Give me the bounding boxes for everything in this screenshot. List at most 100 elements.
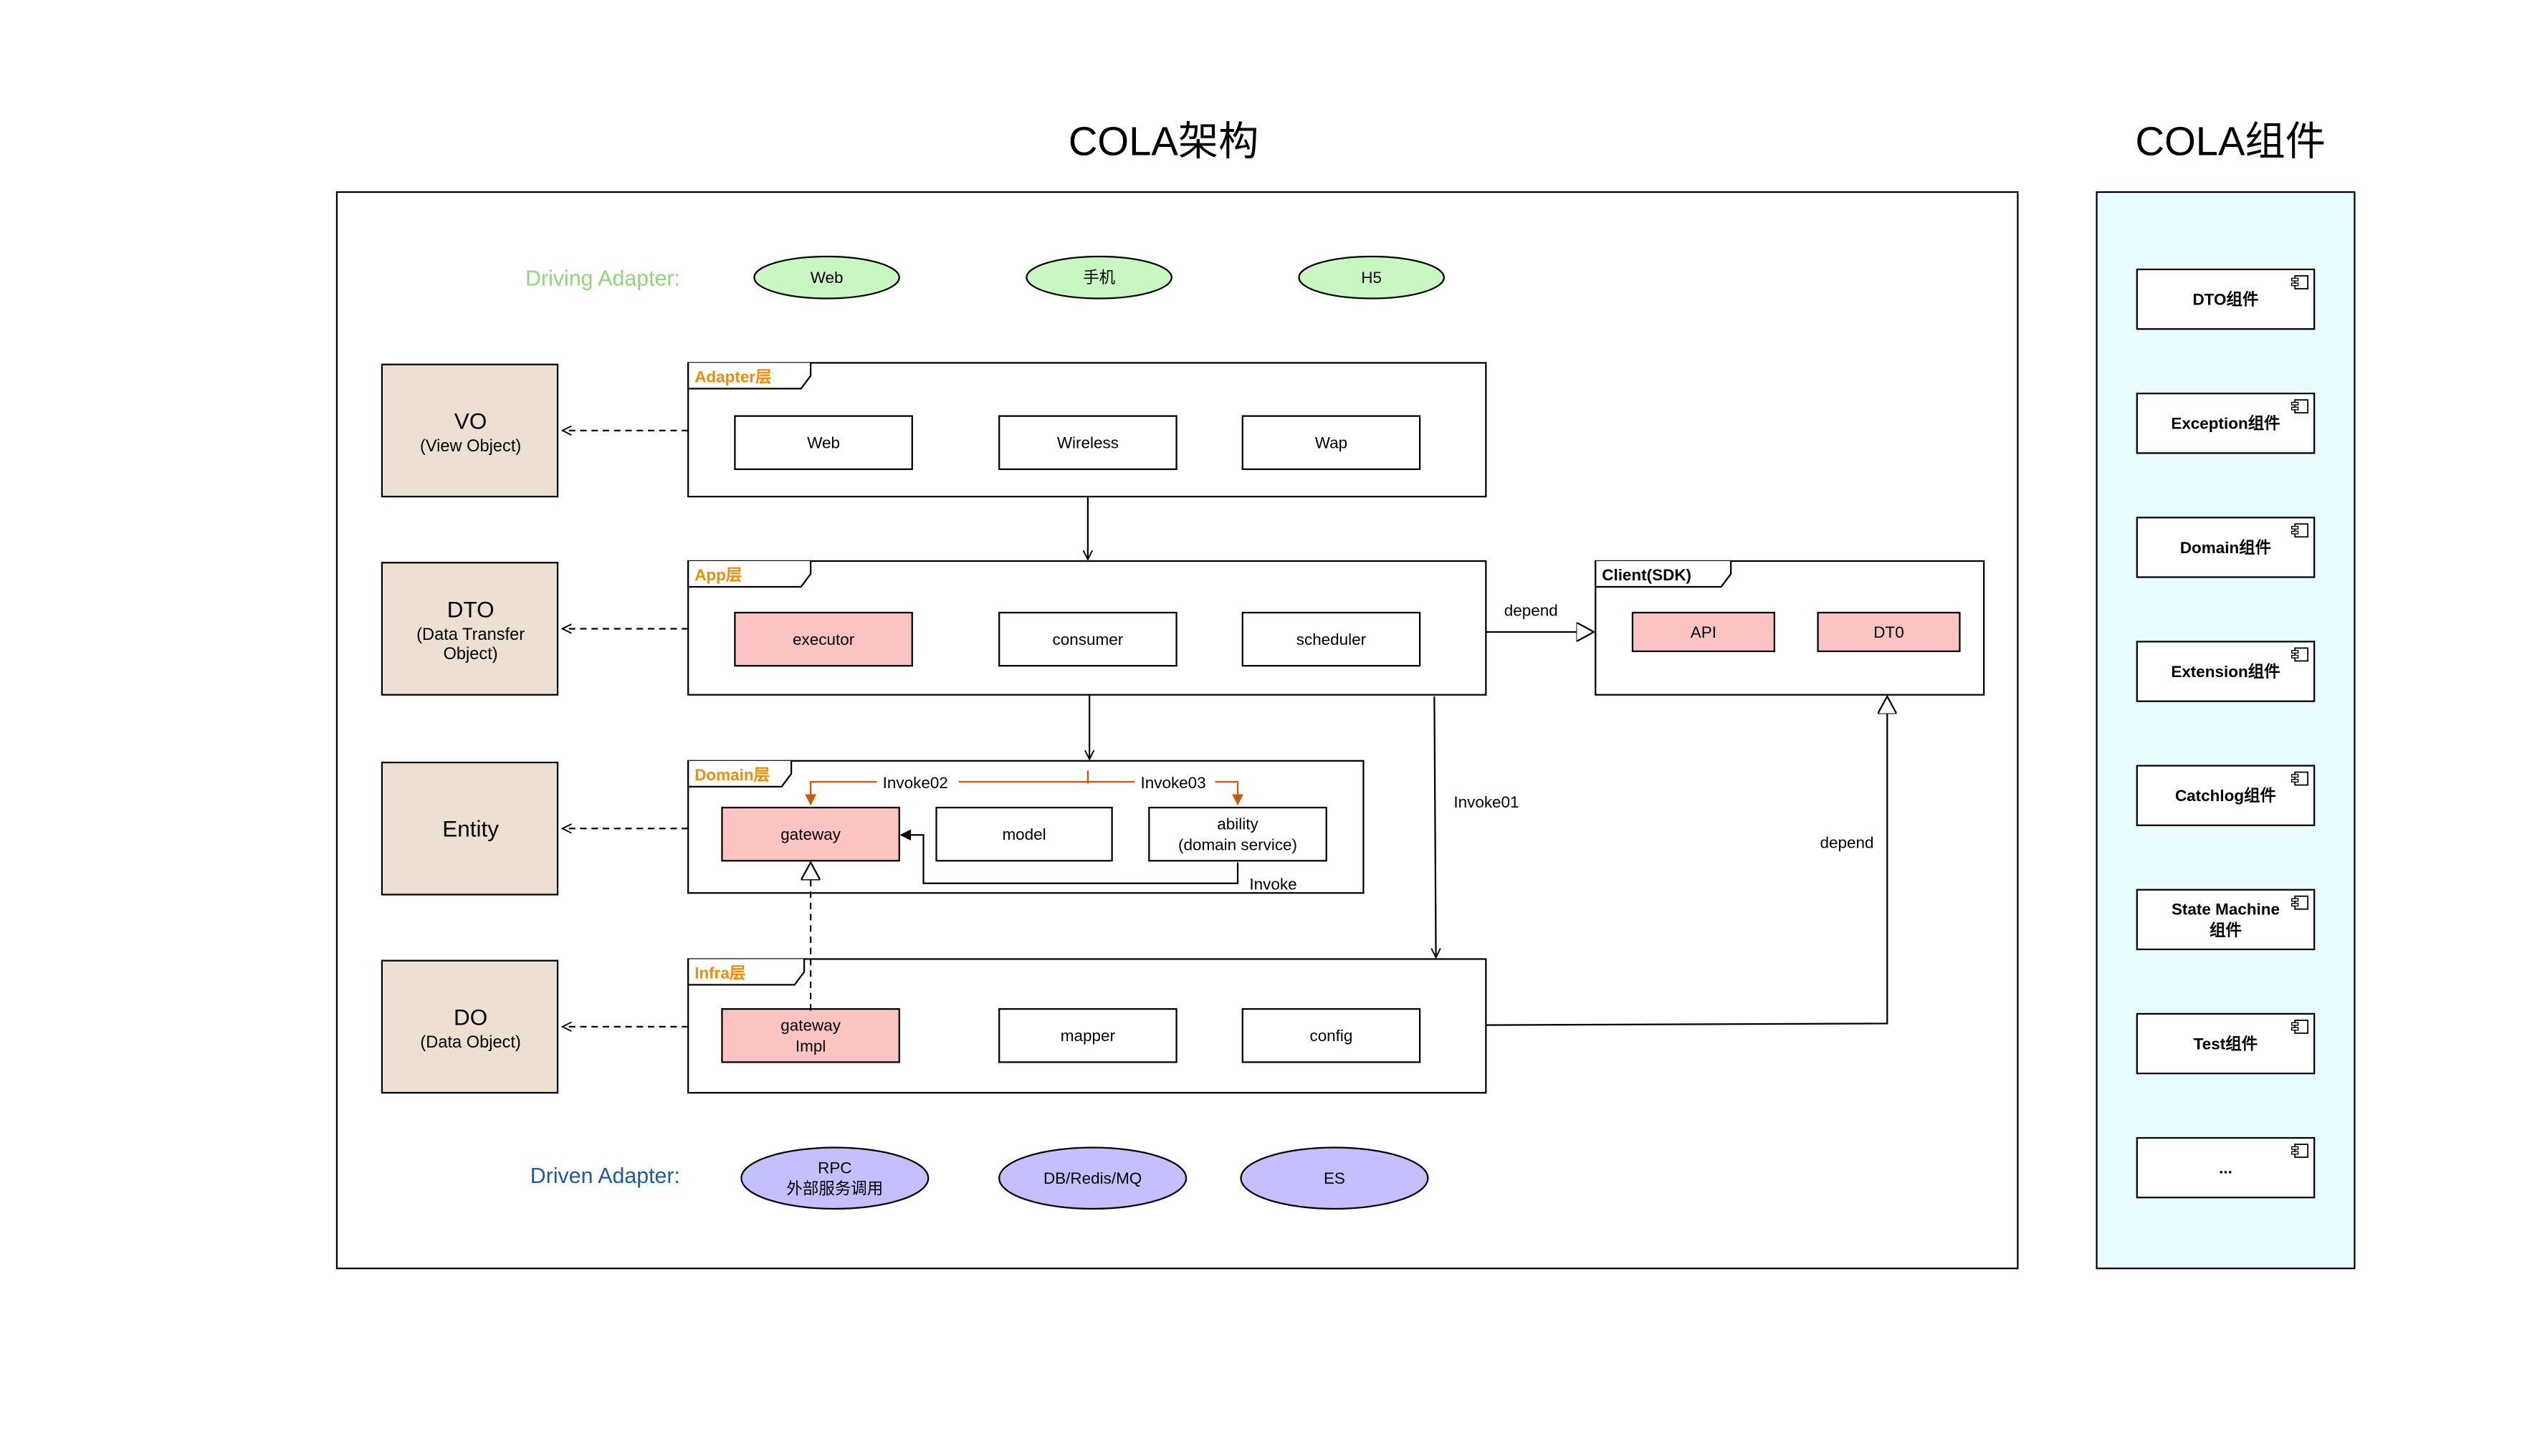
invoke-label: Invoke [1249, 876, 1296, 894]
driven-es-ellipse: ES [1240, 1146, 1429, 1210]
adapter-wireless-box: Wireless [998, 415, 1177, 470]
component-icon [2291, 895, 2309, 910]
domain-gateway-box: gateway [721, 806, 900, 862]
label-text: DT0 [1873, 623, 1903, 641]
app-executor-box: executor [734, 611, 913, 667]
side-object-title: VO [454, 409, 487, 434]
label-text: scheduler [1296, 631, 1367, 648]
label-text: ... [2219, 1159, 2232, 1177]
component-icon [2291, 647, 2309, 662]
label-text: (domain service) [1178, 836, 1297, 854]
component-dto组件-box: DTO组件 [2136, 268, 2316, 330]
driving-h5-ellipse: H5 [1298, 255, 1445, 300]
adapter-web-box: Web [734, 415, 913, 470]
adapter-layer-tab: Adapter层 [694, 368, 771, 385]
app-layer-tab: App层 [694, 566, 742, 584]
component-icon [2291, 275, 2309, 289]
invoke01-label: Invoke01 [1453, 793, 1519, 811]
component-icon [2291, 771, 2309, 786]
label-text: H5 [1361, 269, 1382, 287]
label-text: mapper [1061, 1027, 1116, 1045]
label-text: Exception组件 [2171, 414, 2280, 433]
label-text: 外部服务调用 [786, 1180, 883, 1198]
component-icon [2291, 1019, 2309, 1034]
driving-web-ellipse: Web [753, 255, 900, 300]
adapter-wap-box: Wap [1241, 415, 1421, 470]
app-scheduler-box: scheduler [1241, 611, 1421, 667]
label-text: Wap [1315, 434, 1347, 452]
label-text: gateway [780, 1017, 841, 1035]
invoke03-label: Invoke03 [1140, 774, 1205, 792]
label-text: gateway [780, 825, 841, 843]
label-text: DTO组件 [2193, 289, 2259, 308]
label-text: Domain组件 [2180, 538, 2271, 557]
invoke03-line [1215, 780, 1243, 806]
label-text: RPC [818, 1159, 851, 1177]
component-domain组件-box: Domain组件 [2136, 517, 2316, 578]
side-object-title: DO [454, 1005, 487, 1030]
client-sdk: Client(SDK) API DT0 [1595, 560, 1985, 696]
label-text: Catchlog组件 [2175, 786, 2276, 805]
infra-config-box: config [1241, 1008, 1421, 1063]
driven-db-redis-mq-ellipse: DB/Redis/MQ [998, 1146, 1188, 1210]
component-item-box: ... [2136, 1136, 2316, 1199]
client-api-box: API [1631, 611, 1775, 653]
label-text: ES [1324, 1169, 1345, 1187]
label-text: 组件 [2210, 921, 2242, 939]
label-text: executor [793, 631, 855, 648]
domain-model-box: model [935, 806, 1113, 862]
component-icon [2291, 1144, 2309, 1158]
client-dt0-box: DT0 [1817, 611, 1961, 653]
driving-adapter-items: Web 手机 H5 [753, 255, 1445, 300]
invoke02-line [805, 780, 877, 806]
label-text: Impl [796, 1038, 826, 1055]
adapter-layer: Adapter层 Web Wireless Wap [687, 362, 1487, 498]
side-object-title: DTO [447, 598, 495, 623]
label-text: API [1691, 623, 1716, 641]
main-title: COLA架构 [1069, 118, 1258, 163]
driving-adapter-label: Driving Adapter: [525, 267, 680, 290]
driven-rpc-ellipse: RPC 外部服务调用 [740, 1146, 930, 1210]
component-catchlog组件-box: Catchlog组件 [2136, 765, 2316, 826]
side-object-vo: VO(View Object) [381, 363, 559, 498]
label-text: DB/Redis/MQ [1043, 1169, 1142, 1187]
infra-layer-tab: Infra层 [694, 964, 745, 982]
domain-layer-tab: Domain层 [694, 766, 770, 784]
label-text: ability [1217, 815, 1258, 833]
side-object-subtitle: Object) [444, 645, 498, 664]
infra-mapper-box: mapper [998, 1008, 1177, 1063]
app-to-infra-invoke01-arrow [1434, 696, 1436, 957]
label-text: model [1002, 825, 1046, 843]
label-text: Test组件 [2194, 1034, 2258, 1053]
invoke-ability-to-gateway-line [899, 829, 1239, 884]
architecture-frame [335, 191, 2019, 1270]
side-object-do: DO (Data Object) [381, 959, 559, 1094]
driven-adapter-label: Driven Adapter: [530, 1164, 680, 1188]
app-consumer-box: consumer [998, 611, 1177, 667]
label-text: Web [807, 434, 840, 452]
side-object-subtitle: (Data Transfer [416, 626, 525, 644]
component-exception组件-box: Exception组件 [2136, 393, 2316, 454]
components-list: DTO组件 Exception组件 Domain组件 Extension组件 Catch… [2136, 268, 2316, 1199]
component-icon [2291, 399, 2309, 414]
label-text: config [1309, 1027, 1352, 1045]
driven-adapter-items: RPC 外部服务调用 DB/Redis/MQ ES [740, 1146, 1429, 1210]
invoke02-label: Invoke02 [883, 774, 948, 792]
depend-app-client-label: depend [1504, 601, 1558, 619]
side-object-entity: Entity [381, 761, 559, 896]
client-sdk-tab: Client(SDK) [1602, 566, 1691, 584]
components-title: COLA组件 [2136, 118, 2326, 163]
label-text: Web [811, 269, 844, 287]
component-extension组件-box: Extension组件 [2136, 641, 2316, 702]
side-object-subtitle: (Data Object) [420, 1033, 520, 1052]
domain-ability-domain-service-box: ability (domain service) [1148, 806, 1327, 862]
label-text: 手机 [1083, 269, 1115, 287]
components-panel [2096, 191, 2356, 1270]
domain-layer: Domain层 gateway model ability (domain servi… [687, 760, 1365, 894]
infra-depend-client-arrow [1486, 696, 1887, 1026]
